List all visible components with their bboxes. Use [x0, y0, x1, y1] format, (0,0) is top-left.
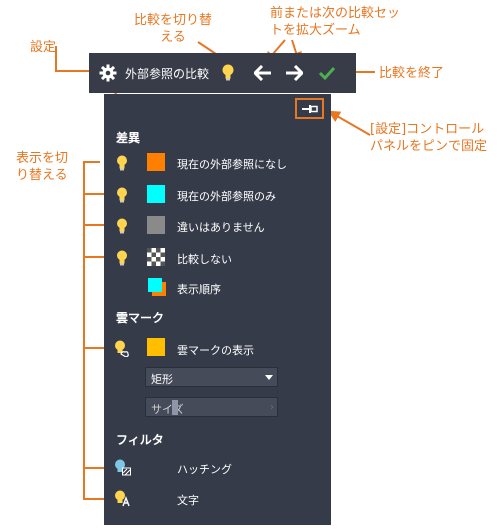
checker-swatch: [147, 248, 165, 266]
callout-toggle-display: 表示を切り替える: [16, 151, 69, 183]
slider-handle[interactable]: [172, 400, 178, 415]
item-label: 違いはありません: [177, 221, 265, 234]
connector-toggle-display: [83, 161, 116, 500]
lightbulb-icon[interactable]: [116, 187, 128, 203]
section-filter: フィルタ: [116, 433, 164, 447]
arrow-left-icon[interactable]: [254, 65, 272, 81]
callout-pin-panel: [設定]コントロールパネルをピンで固定: [370, 122, 488, 154]
lightbulb-icon[interactable]: [116, 155, 128, 171]
section-difference: 差異: [116, 131, 141, 145]
toolbar-title: 外部参照の比較: [125, 67, 210, 81]
lightbulb-icon[interactable]: [116, 218, 128, 234]
callout-toggle-compare: 比較を切り替える: [133, 13, 212, 45]
shape-dropdown-value: 矩形: [151, 373, 173, 386]
shape-dropdown[interactable]: 矩形: [145, 367, 278, 387]
pin-icon: [302, 105, 318, 113]
color-swatch[interactable]: [147, 153, 165, 171]
size-slider-label: サイズ: [151, 403, 184, 416]
callout-end-compare: 比較を終了: [379, 66, 445, 81]
filter-label-text: 文字: [177, 494, 199, 507]
chevron-down-icon: [265, 375, 273, 380]
arrow-right-icon[interactable]: [285, 65, 303, 81]
color-swatch[interactable]: [147, 216, 165, 234]
item-label: 表示順序: [177, 283, 221, 296]
color-swatch[interactable]: [147, 185, 165, 203]
item-label: 比較しない: [177, 253, 232, 266]
pin-button[interactable]: [295, 98, 324, 119]
gear-icon[interactable]: [99, 64, 117, 82]
lightbulb-icon[interactable]: [222, 64, 234, 81]
revcloud-label: 雲マークの表示: [177, 344, 254, 357]
connector-pin-panel: [327, 110, 371, 136]
slider-end-glyph: ›: [270, 402, 274, 413]
settings-panel: 差異 現在の外部参照になし 現在の外部参照のみ 違いはありません 比較しない 表…: [104, 94, 331, 525]
draw-order-icon[interactable]: [147, 277, 167, 297]
filter-label-hatching: ハッチング: [177, 463, 232, 476]
connector-toggle-branches: [84, 193, 116, 469]
revcloud-color-swatch[interactable]: [147, 338, 165, 356]
lightbulb-icon[interactable]: [116, 250, 128, 266]
checkmark-icon[interactable]: [318, 65, 336, 81]
callout-settings: 設定: [30, 40, 57, 55]
section-revcloud: 雲マーク: [116, 311, 165, 325]
compare-toolbar: 外部参照の比較: [89, 53, 356, 93]
item-label: 現在の外部参照のみ: [177, 190, 276, 203]
revcloud-toggle-icon[interactable]: [114, 340, 130, 357]
size-slider[interactable]: サイズ ›: [145, 397, 278, 417]
hatch-toggle-icon[interactable]: [114, 459, 132, 476]
connector-settings: [55, 46, 97, 72]
item-label: 現在の外部参照になし: [177, 158, 287, 171]
callout-zoom-nav: 前または次の比較セットを拡大ズーム: [270, 6, 401, 38]
text-toggle-icon[interactable]: [114, 490, 132, 507]
